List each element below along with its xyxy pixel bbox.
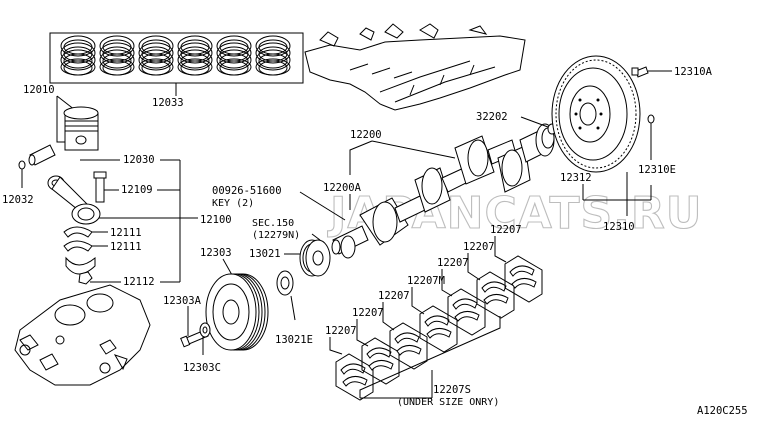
connecting-rod-cap[interactable]: [65, 256, 96, 275]
main-bearing-6[interactable]: [476, 271, 515, 319]
callout-12303C: 12303C: [183, 362, 221, 374]
crankshaft-spacer[interactable]: [276, 270, 294, 296]
under-size-note: (UNDER SIZE ONRY): [397, 397, 499, 408]
piston-ring-set-5: [216, 35, 252, 76]
callout-12207-2: 12207: [352, 307, 384, 319]
piston-ring-set-3: [138, 35, 174, 76]
callout-12111-b: 12111: [110, 241, 142, 253]
piston-ring-set-1: [60, 35, 96, 76]
callout-12032: 12032: [2, 194, 34, 206]
callout-12010: 12010: [23, 84, 55, 96]
connecting-rod[interactable]: [47, 175, 101, 225]
main-bearing-2[interactable]: [361, 337, 400, 385]
section-label: SEC.150: [252, 218, 294, 229]
callout-12312: 12312: [560, 172, 592, 184]
dowel-pin[interactable]: [647, 114, 655, 124]
callout-32202: 32202: [476, 111, 508, 123]
callout-12310E: 12310E: [638, 164, 676, 176]
callout-12207M: 12207M: [407, 275, 445, 287]
piston[interactable]: [63, 106, 99, 151]
flywheel[interactable]: [551, 55, 641, 173]
callout-12100: 12100: [200, 214, 232, 226]
crankshaft[interactable]: [331, 123, 555, 259]
crankshaft-pulley[interactable]: [205, 273, 269, 351]
callout-12200: 12200: [350, 129, 382, 141]
callout-12303: 12303: [200, 247, 232, 259]
callout-12030: 12030: [123, 154, 155, 166]
callout-13021: 13021: [249, 248, 281, 260]
flywheel-bolt[interactable]: [631, 66, 649, 78]
callout-key-part: 00926-51600: [212, 185, 282, 197]
callout-12207-3: 12207: [378, 290, 410, 302]
piston-ring-set[interactable]: [49, 32, 304, 84]
main-bearing-1[interactable]: [335, 353, 374, 401]
callout-12207S: 12207S: [433, 384, 471, 396]
connecting-rod-nut[interactable]: [78, 271, 93, 285]
pulley-washer[interactable]: [199, 322, 211, 338]
connecting-rod-bearing-upper[interactable]: [63, 226, 93, 238]
callout-12207-1: 12207: [325, 325, 357, 337]
crankshaft-sprocket[interactable]: [299, 239, 331, 277]
piston-ring-set-4: [177, 35, 213, 76]
callout-12310: 12310: [603, 221, 635, 233]
callout-12033: 12033: [152, 97, 184, 109]
connecting-rod-bolt[interactable]: [93, 171, 107, 203]
main-bearing-5[interactable]: [447, 288, 486, 336]
callout-12200A: 12200A: [323, 182, 362, 194]
cylinder-block-outline: [304, 23, 526, 111]
piston-ring-set-6: [255, 35, 291, 76]
main-bearing-3[interactable]: [389, 322, 428, 370]
section-reference: (12279N): [252, 230, 300, 241]
callout-12207-4: 12207: [437, 257, 469, 269]
callout-12207-6: 12207: [490, 224, 522, 236]
callout-12303A: 12303A: [163, 295, 202, 307]
piston-pin-snap-ring[interactable]: [18, 160, 26, 170]
connecting-rod-bearing-lower[interactable]: [63, 240, 93, 252]
callout-12207-5: 12207: [463, 241, 495, 253]
callout-12109: 12109: [121, 184, 153, 196]
callout-12310A: 12310A: [674, 66, 713, 78]
callout-12112: 12112: [123, 276, 155, 288]
callout-13021E: 13021E: [275, 334, 313, 346]
piston-pin[interactable]: [28, 144, 56, 166]
main-bearing-7[interactable]: [504, 255, 543, 303]
callout-key-desc: KEY (2): [212, 198, 254, 209]
callout-12111-a: 12111: [110, 227, 142, 239]
piston-ring-set-2: [99, 35, 135, 76]
diagram-code: A120C255: [697, 405, 748, 417]
main-bearing-4[interactable]: [419, 305, 458, 353]
cylinder-block-lower-outline: [14, 284, 151, 386]
